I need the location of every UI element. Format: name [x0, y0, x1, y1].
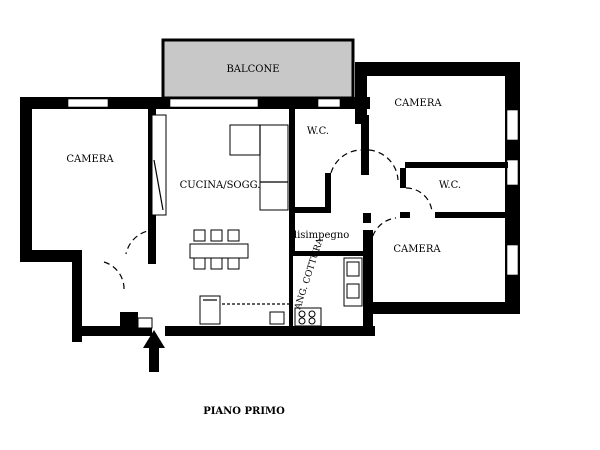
room-label-disimpegno: disimpegno	[291, 230, 350, 241]
room-label-camera-bottom-right: CAMERA	[393, 244, 441, 255]
kitchen-furniture	[137, 114, 363, 329]
room-label-wc-top: W.C.	[307, 126, 329, 137]
room-label-wc-right: W.C.	[439, 180, 461, 191]
windows	[67, 98, 519, 276]
room-label-camera-left: CAMERA	[66, 154, 114, 165]
outer-walls	[20, 62, 520, 342]
floor-title: PIANO PRIMO	[203, 406, 285, 417]
room-label-angolo-cottura: ANG. COTTURA	[293, 237, 326, 312]
interior-walls	[120, 109, 508, 326]
room-label-camera-top-right: CAMERA	[394, 98, 442, 109]
door-swings	[103, 149, 433, 291]
balcony	[161, 38, 355, 100]
entrance-arrow-icon	[143, 330, 165, 372]
room-label-balcone: BALCONE	[226, 64, 279, 75]
room-label-cucina: CUCINA/SOGG.	[180, 180, 261, 191]
